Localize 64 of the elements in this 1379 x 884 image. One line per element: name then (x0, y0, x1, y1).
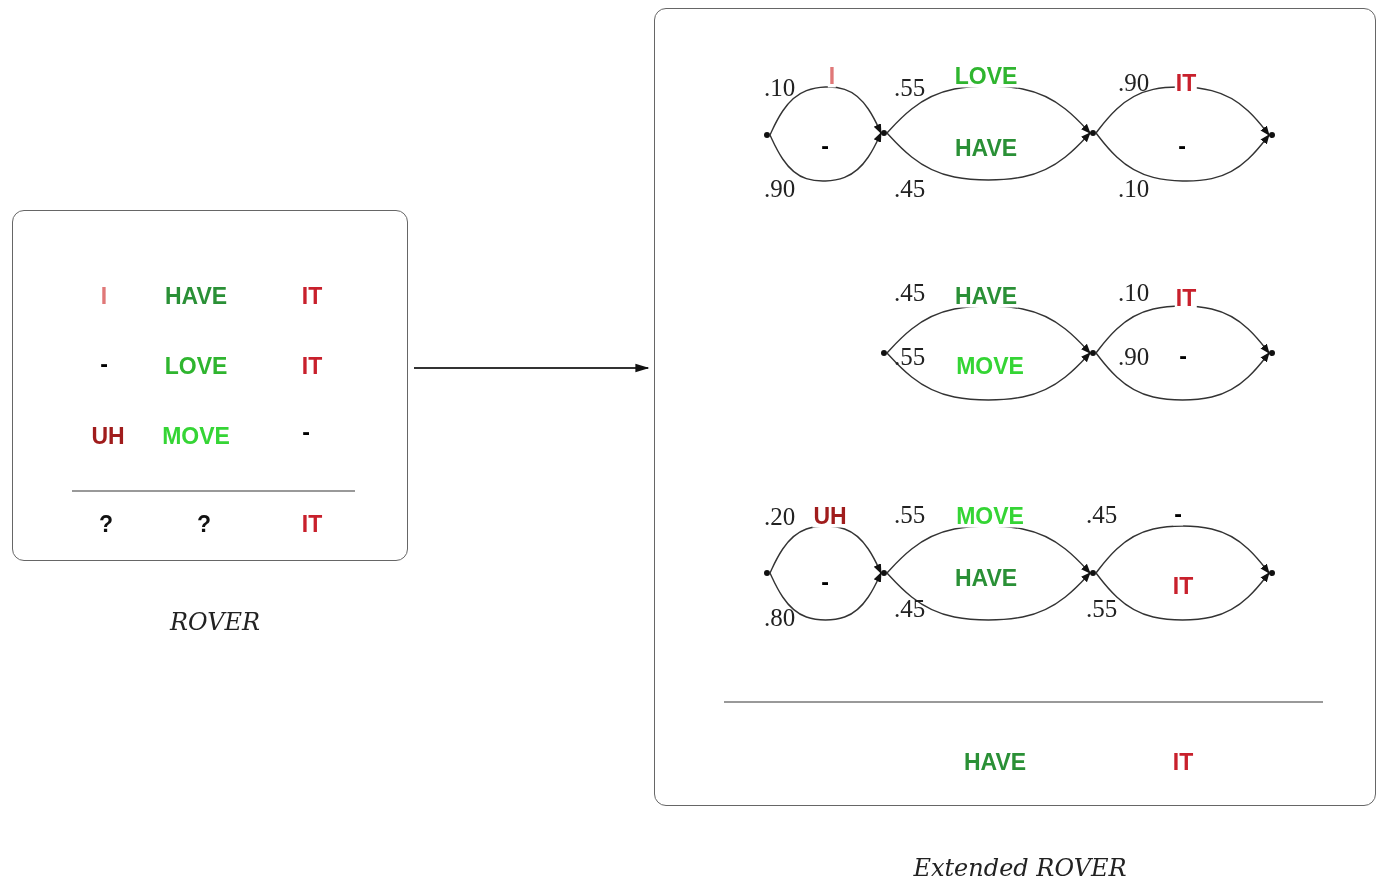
table-word: - (302, 420, 310, 444)
table-word: ? (196, 512, 212, 536)
lattice-state-dot (763, 569, 770, 576)
lattice-arc (769, 132, 882, 182)
lattice-state-dot (880, 129, 887, 136)
probability-label: .55 (894, 343, 926, 369)
probability-label: .10 (764, 74, 796, 100)
probability-label: .45 (894, 175, 926, 201)
probability-label: .90 (1118, 69, 1150, 95)
lattice-arc (886, 352, 1091, 401)
arrow (414, 363, 650, 373)
panel (12, 210, 408, 561)
lattice-arc (769, 86, 882, 136)
probability-label: .55 (1086, 595, 1118, 621)
table-word: IT (301, 512, 323, 536)
lattice-state-dot (763, 131, 770, 138)
table-word: HAVE (164, 284, 228, 308)
lattice-state-dot (880, 569, 887, 576)
word-label: I (827, 64, 837, 88)
panel-label: ROVER (169, 608, 261, 636)
lattice-arc (1095, 132, 1270, 182)
word-label: MOVE (955, 504, 1025, 528)
lattice-state-dot (1268, 569, 1275, 576)
probability-label: .10 (1118, 279, 1150, 305)
table-word: I (100, 284, 108, 308)
lattice-arc (1095, 572, 1270, 621)
word-label: HAVE (953, 284, 1019, 308)
word-label: IT (1174, 286, 1198, 310)
result-word: IT (1172, 750, 1194, 774)
probability-label: .90 (1118, 343, 1150, 369)
probability-label: .45 (894, 595, 926, 621)
lattice-arc (1095, 352, 1270, 401)
lattice-state-dot (1089, 129, 1096, 136)
panel-label: Extended ROVER (913, 854, 1127, 882)
table-word: IT (301, 354, 323, 378)
table-word: UH (91, 424, 125, 448)
table-word: MOVE (162, 424, 230, 448)
table-word: LOVE (164, 354, 228, 378)
probability-label: .90 (764, 175, 796, 201)
probability-label: .55 (894, 501, 926, 527)
result-word: HAVE (963, 750, 1027, 774)
panel (654, 8, 1376, 806)
probability-label: .45 (894, 279, 926, 305)
table-word: ? (98, 512, 114, 536)
probability-label: .20 (764, 503, 796, 529)
lattice-state-dot (1268, 131, 1275, 138)
lattice-state-dot (1089, 569, 1096, 576)
table-word: - (100, 352, 108, 376)
lattice-state-dot (1268, 349, 1275, 356)
lattice-state-dot (880, 349, 887, 356)
word-label: LOVE (953, 64, 1019, 88)
lattice-arc (1095, 525, 1270, 574)
probability-label: .45 (1086, 501, 1118, 527)
table-word: IT (301, 284, 323, 308)
probability-label: .55 (894, 74, 926, 100)
probability-label: .80 (764, 604, 796, 630)
lattice-arc (886, 132, 1091, 181)
lattice-arc (886, 572, 1091, 621)
lattice-arc (769, 572, 882, 621)
lattice-arc (1095, 86, 1270, 136)
lattice-state-dot (1089, 349, 1096, 356)
lattice-arc (1095, 305, 1270, 354)
word-label: UH (812, 504, 848, 528)
probability-label: .10 (1118, 175, 1150, 201)
